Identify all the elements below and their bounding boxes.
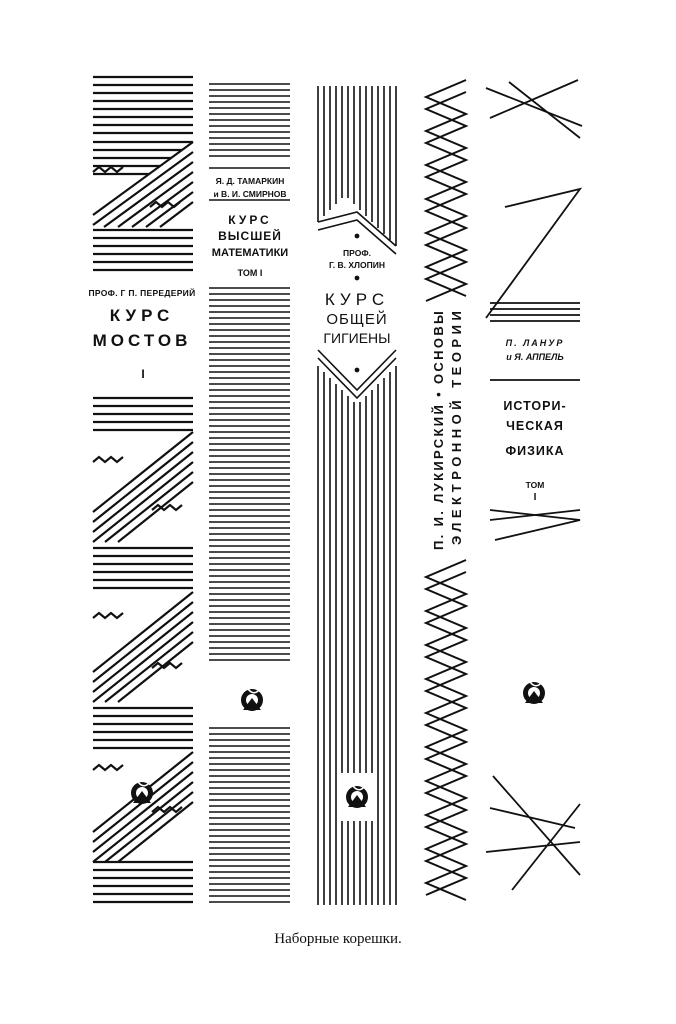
- publisher-emblem-icon: [523, 681, 545, 704]
- spine-2-author-line2: и В. И. СМИРНОВ: [213, 189, 286, 199]
- publisher-emblem-icon: [346, 785, 368, 808]
- spine-1-top-ornament: [92, 75, 194, 272]
- publisher-emblem-icon: [241, 688, 263, 711]
- spine-3-author-line1: ПРОФ.: [343, 248, 371, 258]
- spine-5-author-line1: П. ЛАНУР: [506, 338, 565, 348]
- spine-3-ornament: [317, 86, 397, 905]
- spine-3-title-line2: ОБЩЕЙ: [326, 310, 387, 328]
- spine-5-title-line3: ФИЗИКА: [505, 444, 564, 458]
- spine-2-title-line3: МАТЕМАТИКИ: [212, 247, 289, 259]
- spine-5-title-line2: ЧЕСКАЯ: [506, 419, 564, 433]
- spine-2-volume: ТОМ I: [238, 268, 263, 278]
- spine-2-title-line1: КУРС: [228, 213, 271, 227]
- spine-5-author-line2: и Я. АППЕЛЬ: [506, 352, 564, 362]
- spine-1-text: ПРОФ. Г П. ПЕРЕДЕРИЙ КУРС МОСТОВ I: [89, 287, 196, 381]
- spine-3-title-line3: ГИГИЕНЫ: [323, 330, 390, 346]
- spine-1-title-line2: МОСТОВ: [93, 331, 192, 350]
- spine-1-volume: I: [141, 367, 144, 381]
- spine-5-title-line1: ИСТОРИ-: [503, 399, 566, 413]
- spine-4-line1: П. И. ЛУКИРСКИЙ • ОСНОВЫ: [431, 310, 446, 550]
- spine-1-author: ПРОФ. Г П. ПЕРЕДЕРИЙ: [89, 287, 196, 298]
- figure-caption: Наборные корешки.: [274, 931, 401, 947]
- spine-4-line2: ЭЛЕКТРОННОЙ ТЕОРИИ: [449, 310, 464, 545]
- spine-4-ornament: [423, 79, 469, 901]
- spine-2-title-line2: ВЫСШЕЙ: [218, 228, 282, 243]
- spine-5-text: П. ЛАНУР и Я. АППЕЛЬ ИСТОРИ- ЧЕСКАЯ ФИЗИ…: [503, 338, 566, 503]
- spine-2-text: Я. Д. ТАМАРКИН и В. И. СМИРНОВ КУРС ВЫСШ…: [212, 176, 289, 278]
- spine-1-bottom-ornament: [92, 396, 194, 904]
- spine-2-author-line1: Я. Д. ТАМАРКИН: [216, 176, 285, 186]
- spine-3-text: ПРОФ. Г. В. ХЛОПИН КУРС ОБЩЕЙ ГИГИЕНЫ: [323, 233, 391, 373]
- spine-5-ornament: [485, 79, 583, 891]
- spine-1-title-line1: КУРС: [110, 306, 175, 325]
- spine-2-ornament: [209, 83, 290, 903]
- spine-4-text: П. И. ЛУКИРСКИЙ • ОСНОВЫ ЭЛЕКТРОННОЙ ТЕО…: [431, 310, 464, 550]
- spine-3-title-line1: КУРС: [325, 290, 389, 309]
- publisher-emblem-icon: [131, 781, 153, 804]
- spine-5-volume-label: ТОМ: [526, 480, 545, 490]
- spine-5-volume-number: I: [534, 492, 537, 503]
- spine-3-author-line2: Г. В. ХЛОПИН: [329, 260, 385, 270]
